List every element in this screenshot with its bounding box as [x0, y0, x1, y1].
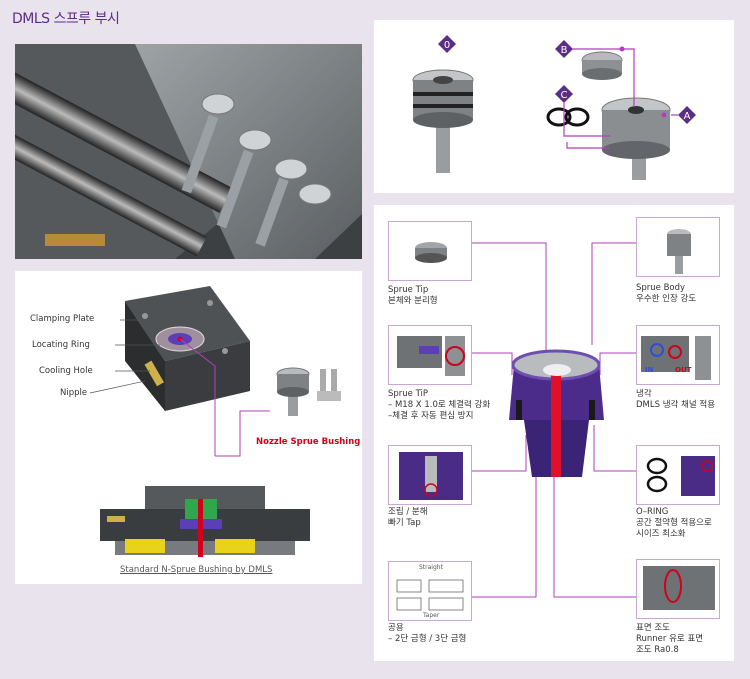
- thumb-shared-mold: Straight Taper: [388, 561, 472, 621]
- photo-panel: [15, 44, 362, 259]
- label-taper: Taper: [423, 612, 440, 619]
- badge-c: C: [561, 90, 568, 101]
- sprue-body-title: Sprue Body: [636, 283, 686, 293]
- sprue-tip2-desc1: – M18 X 1.0로 체결력 강화: [388, 400, 491, 410]
- badge-a: A: [684, 111, 691, 122]
- sprue-body-part: [601, 97, 671, 180]
- surface-desc2: 조도 Ra0.8: [636, 645, 679, 655]
- oring-desc2: 시이즈 최소화: [636, 529, 686, 539]
- shared-desc: – 2단 금형 / 3단 금형: [388, 634, 467, 644]
- badge-b: B: [561, 45, 568, 56]
- mold-diagram-panel: Clamping Plate Locating Ring Cooling Hol…: [15, 271, 362, 584]
- thumb-oring: [636, 445, 720, 505]
- sprue-tip2-desc2: –체결 후 자동 편심 방지: [388, 411, 474, 421]
- mold-diagram: [89, 286, 341, 557]
- label-nozzle-sprue-bushing: Nozzle Sprue Bushing: [256, 437, 361, 447]
- thumb-assembly-tap: [388, 445, 472, 505]
- oring-title: O–RING: [636, 507, 669, 517]
- badge-0: 0: [444, 40, 450, 51]
- sprue-bushing-assembled: [412, 69, 474, 173]
- assembly-title: 조립 / 분해: [388, 507, 428, 517]
- surface-desc1: Runner 유로 표면: [636, 634, 704, 644]
- sprue-section-drawing: [100, 486, 310, 557]
- thumb-sprue-body: [636, 217, 720, 277]
- surface-title: 표면 조도: [636, 623, 670, 633]
- thumb-sprue-tip-thread: [388, 325, 472, 385]
- nozzle-sprue-bushing-image: [276, 367, 341, 416]
- assembly-desc: 빠기 Tap: [388, 518, 421, 528]
- label-clamping-plate: Clamping Plate: [30, 314, 95, 324]
- caption-standard-sprue: Standard N-Sprue Bushing by DMLS: [120, 565, 273, 575]
- sprue-tip-title: Sprue Tip: [388, 285, 429, 295]
- thumb-cooling: IN OUT: [636, 325, 720, 385]
- mold-photo: [15, 44, 362, 259]
- sprue-tip-desc: 본체와 분리형: [388, 296, 438, 306]
- cooling-title: 냉각: [636, 389, 652, 399]
- center-cutaway: [472, 242, 636, 598]
- oring-desc1: 공간 절약형 적용으로: [636, 518, 712, 528]
- features-panel: Straight Taper IN OUT Sprue Tip 본체와 분리형 …: [374, 205, 734, 661]
- label-cooling-hole: Cooling Hole: [39, 366, 93, 376]
- label-out: OUT: [675, 366, 692, 374]
- page-title: DMLS 스프루 부시: [12, 11, 120, 27]
- thumb-sprue-tip: [388, 221, 472, 281]
- parts-panel: 0 B C A: [374, 20, 734, 193]
- parts-illustration: 0 B C A: [412, 35, 696, 180]
- label-locating-ring: Locating Ring: [32, 340, 90, 350]
- cooling-desc: DMLS 냉각 채널 적용: [636, 400, 716, 410]
- shared-title: 공용: [388, 623, 404, 633]
- sprue-tip2-title: Sprue TiP: [388, 389, 429, 399]
- sprue-body-desc: 우수한 인장 강도: [636, 294, 697, 304]
- thumb-surface: [636, 559, 720, 619]
- label-nipple: Nipple: [60, 388, 88, 398]
- sprue-tip-part: [581, 51, 623, 80]
- label-in: IN: [645, 366, 654, 374]
- label-straight: Straight: [419, 564, 443, 571]
